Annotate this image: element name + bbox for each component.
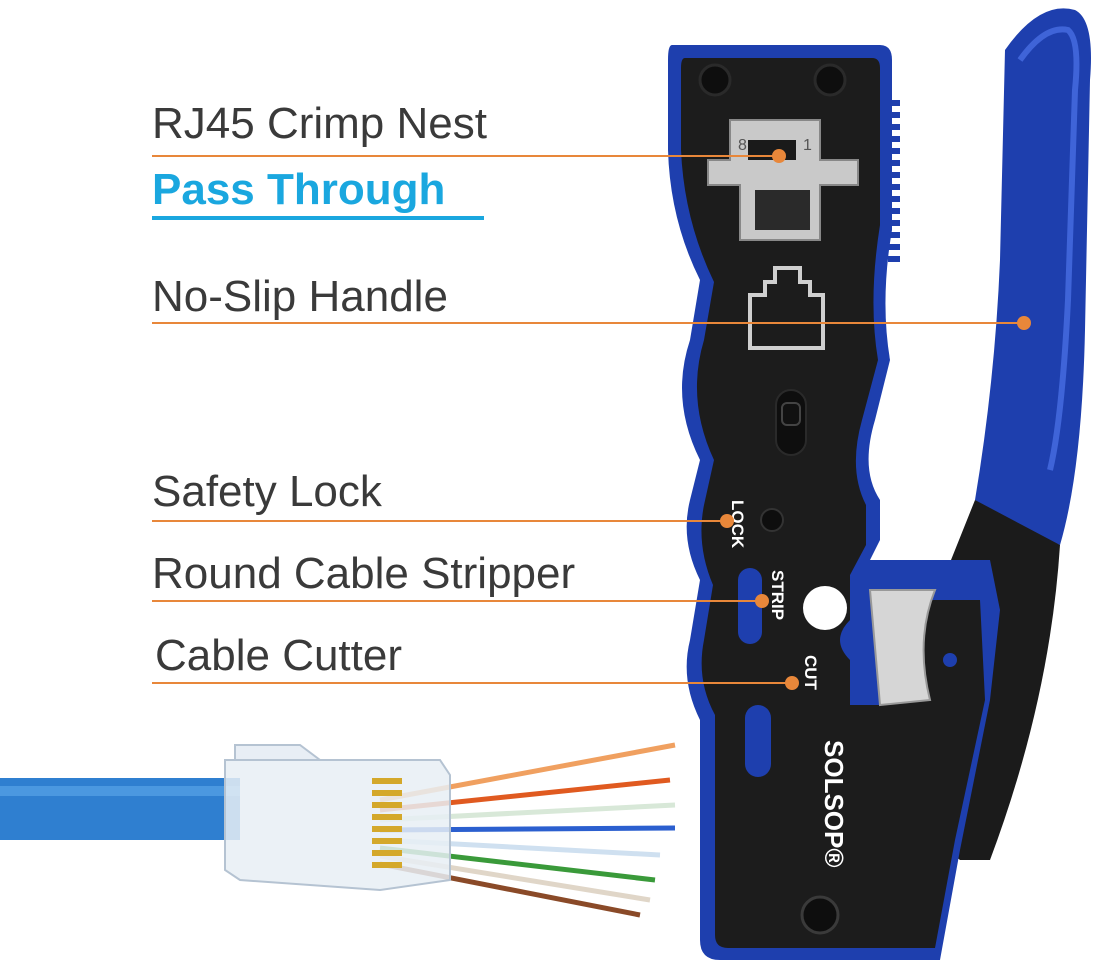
handle-label: No-Slip Handle: [152, 272, 448, 321]
rj45-connector: [224, 759, 451, 892]
crimp-nest-label: RJ45 Crimp Nest: [152, 99, 487, 148]
grip-ridges: [888, 100, 900, 262]
crimp-nest-jaw: [755, 190, 810, 230]
crimp-nest-leader: [152, 155, 777, 157]
safety-lock-button: [760, 508, 784, 532]
cutter-dot: [785, 676, 799, 690]
crimp-nest-dot: [772, 149, 786, 163]
brand-marking: SOLSOP®: [819, 740, 849, 868]
cutter-leader: [152, 682, 792, 684]
cutter-label: Cable Cutter: [155, 631, 403, 680]
stripper-dot: [755, 594, 769, 608]
handle-dot: [1017, 316, 1031, 330]
strip-marking: STRIP: [768, 570, 787, 620]
right-handle-highlight: [1017, 26, 1080, 471]
strip-oval: [738, 568, 762, 644]
pin-1-mark: 1: [803, 137, 812, 154]
connector-latch: [234, 744, 323, 761]
pass-through-label: Pass Through: [152, 165, 446, 214]
screw-top-left: [698, 63, 732, 97]
cut-marking: CUT: [801, 655, 820, 691]
screw-bottom: [800, 895, 840, 935]
slider-knob: [781, 402, 801, 426]
pass-through-underline: [152, 216, 484, 220]
stripper-leader: [152, 600, 762, 602]
safety-lock-label: Safety Lock: [152, 467, 382, 516]
lock-marking: LOCK: [728, 500, 747, 549]
cut-oval: [745, 705, 771, 777]
handle-leader: [152, 322, 1024, 324]
screw-top-right: [813, 63, 847, 97]
safety-lock-leader: [152, 520, 727, 522]
gold-pins: [372, 778, 402, 868]
cutter-blade: [868, 589, 937, 707]
cable-highlight: [0, 786, 240, 796]
stripper-hole: [803, 586, 847, 630]
pin-8-mark: 8: [738, 137, 747, 154]
blue-pin: [943, 653, 957, 667]
safety-lock-dot: [720, 514, 734, 528]
crimp-nest: [707, 119, 859, 241]
stripper-label: Round Cable Stripper: [152, 549, 576, 598]
rj45-port-icon: [748, 266, 825, 350]
